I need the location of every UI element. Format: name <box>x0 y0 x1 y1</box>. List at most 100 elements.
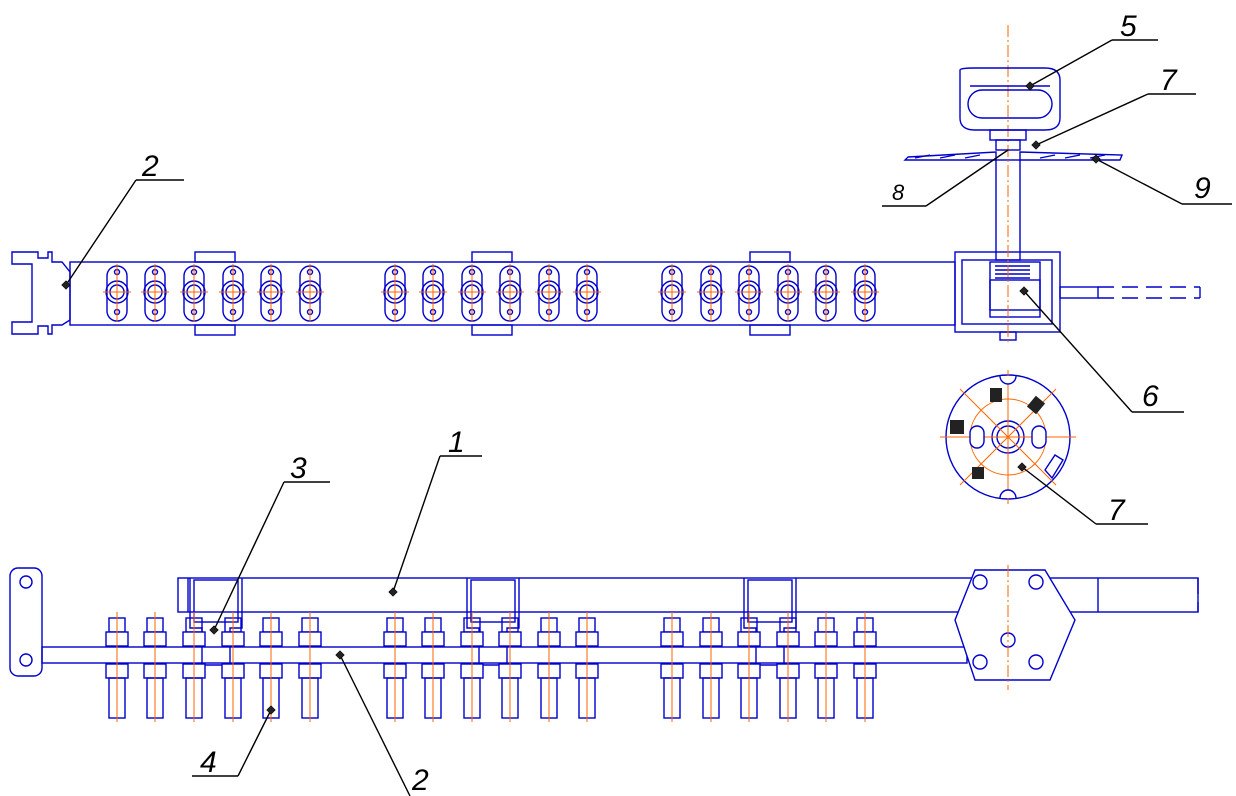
plan-holder <box>381 264 409 322</box>
disc-insert <box>1026 395 1046 415</box>
plan-holder <box>219 264 247 322</box>
gearbox-block <box>989 279 1041 311</box>
callout-2-top: 2 <box>61 150 184 290</box>
lower-bar <box>41 646 968 664</box>
front-holder <box>460 612 484 722</box>
disc-insert <box>950 420 964 434</box>
front-holder <box>182 612 206 722</box>
clamp-top <box>471 251 513 263</box>
clamp-bottom <box>749 324 791 336</box>
handle-assembly <box>903 67 1124 161</box>
callout-label-8: 8 <box>892 180 905 205</box>
end-plate-hole <box>19 653 33 667</box>
front-holder <box>259 612 283 722</box>
blade-right <box>1019 151 1124 161</box>
handle-grip <box>959 67 1061 131</box>
leader-marker <box>1019 286 1029 296</box>
callout-label-3: 3 <box>290 452 307 485</box>
leader-marker <box>335 650 345 660</box>
callout-3: 3 <box>209 452 330 635</box>
flange-hole <box>1028 574 1044 590</box>
front-holder <box>776 612 800 722</box>
leader-marker <box>1025 81 1035 91</box>
callout-label-6: 6 <box>1142 380 1159 413</box>
leader-marker <box>1017 462 1027 472</box>
right-flange <box>954 569 1076 681</box>
upper-beam <box>177 577 1199 613</box>
front-holder <box>537 612 561 722</box>
plan-holder <box>141 264 169 322</box>
callout-7-disc: 7 <box>1017 462 1148 527</box>
leader-marker <box>209 625 219 635</box>
leader-marker <box>1031 140 1041 150</box>
front-view-frame <box>9 565 1199 690</box>
disc-insert <box>990 388 1002 402</box>
top-view-frame <box>11 25 1201 345</box>
callout-9: 9 <box>1091 154 1232 205</box>
plan-holder <box>296 264 324 322</box>
post-3 <box>743 578 797 666</box>
disc-notch <box>999 489 1017 499</box>
shaft-continuation <box>1098 286 1200 299</box>
plan-holder <box>496 264 524 322</box>
output-shaft <box>1059 286 1099 299</box>
clamp-bottom <box>471 324 513 336</box>
plan-holder <box>573 264 601 322</box>
plan-holder <box>180 264 208 322</box>
disc-slot <box>969 425 985 449</box>
handle-slot <box>967 89 1053 119</box>
front-holder <box>143 612 167 722</box>
callout-8: 8 <box>882 149 1009 207</box>
disc-insert <box>972 467 984 479</box>
spring-coil <box>995 265 1030 279</box>
callout-label-7-disc: 7 <box>1108 494 1126 527</box>
blade-hatch <box>914 154 1106 159</box>
front-holder <box>699 612 723 722</box>
front-holder <box>814 612 838 722</box>
callout-7-top: 7 <box>1031 64 1196 150</box>
blade-left <box>903 151 997 161</box>
post-2 <box>466 578 520 666</box>
plan-holder <box>812 264 840 322</box>
flange-hole <box>972 574 988 590</box>
callout-label-2-bottom: 2 <box>411 764 429 796</box>
callout-label-9: 9 <box>1194 172 1211 205</box>
leader-marker <box>1091 154 1101 164</box>
left-end-bracket <box>11 251 71 335</box>
post-2-box <box>470 579 516 623</box>
front-holder <box>383 612 407 722</box>
plan-holders <box>103 264 879 322</box>
plan-holder <box>851 264 879 322</box>
leader-marker <box>266 705 276 715</box>
clamp-top <box>194 251 236 263</box>
clamp-top <box>749 251 791 263</box>
clamp-bottom <box>194 324 236 336</box>
plan-holder <box>103 264 131 322</box>
front-holder <box>575 612 599 722</box>
plan-holder <box>697 264 725 322</box>
post-3-box <box>747 579 793 623</box>
plan-holder <box>535 264 563 322</box>
leader-marker <box>61 280 71 290</box>
callout-label-2-top: 2 <box>141 150 159 183</box>
callout-label-7-top: 7 <box>1160 64 1178 97</box>
front-holder <box>105 612 129 722</box>
leader-marker <box>388 587 398 597</box>
plan-holder <box>774 264 802 322</box>
disc-notch <box>999 375 1017 385</box>
front-holder <box>221 612 245 722</box>
post-1-box <box>193 579 239 623</box>
callout-5: 5 <box>1025 10 1158 91</box>
callout-1: 1 <box>388 426 482 597</box>
plan-holder <box>419 264 447 322</box>
callout-6: 6 <box>1019 286 1184 413</box>
callout-label-1: 1 <box>448 426 465 459</box>
front-holder <box>298 612 322 722</box>
disc-insert-outline <box>1044 454 1064 480</box>
callout-4: 4 <box>192 705 276 779</box>
end-plate-hole <box>19 575 33 589</box>
plan-holder <box>735 264 763 322</box>
plan-holder <box>658 264 686 322</box>
plan-holder <box>257 264 285 322</box>
